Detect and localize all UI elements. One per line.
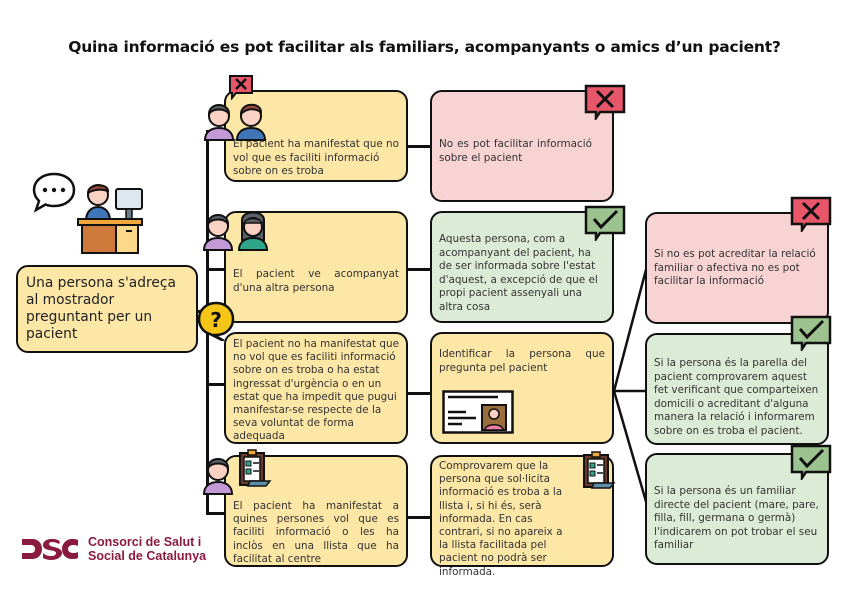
- outcome-box-1: Aquesta persona, com a acompanyant del p…: [430, 211, 614, 323]
- connector-o1: [406, 268, 432, 271]
- outcome-box-0: No es pot facilitar informació sobre el …: [430, 90, 614, 202]
- logo-line-1: Consorci de Salut i: [88, 535, 202, 549]
- allow-badge-icon: [790, 444, 832, 480]
- scenario-text-0: El pacient ha manifestat que no vol que …: [233, 138, 399, 178]
- result-box-0: Si no es pot acreditar la relació famili…: [645, 212, 829, 324]
- connector-o0: [406, 145, 432, 148]
- man-icon: [202, 214, 234, 251]
- allow-badge-icon: [790, 315, 832, 351]
- logo-line-2: Social de Catalunya: [88, 549, 207, 563]
- deny-badge-icon: [790, 196, 832, 232]
- two-people-icon: [203, 103, 267, 141]
- result-box-1: Si la persona és la parella del pacient …: [645, 333, 829, 445]
- scenario-box-3: El pacient ha manifestat a quines person…: [224, 455, 408, 567]
- id-card-icon: [442, 390, 514, 434]
- connector-s1: [206, 268, 226, 271]
- csc-logo-mark-icon: [22, 539, 78, 560]
- result-text-0: Si no es pot acreditar la relació famili…: [654, 248, 816, 288]
- scenario-box-0: El pacient ha manifestat que no vol que …: [224, 90, 408, 182]
- start-box: Una persona s'adreça al mostrador pregun…: [16, 265, 198, 353]
- speech-bubble-icon: [32, 172, 76, 213]
- allow-badge-icon: [584, 205, 626, 241]
- checklist-icon: [239, 449, 272, 487]
- csc-logo-text: Consorci de Salut i Social de Catalunya: [88, 535, 206, 563]
- connector-o2: [406, 392, 432, 395]
- svg-text:?: ?: [210, 308, 222, 332]
- scenario-box-2: El pacient no ha manifestat que no vol q…: [224, 332, 408, 444]
- result-text-2: Si la persona és un familiar directe del…: [654, 485, 819, 552]
- csc-logo: Consorci de Salut i Social de Catalunya: [20, 535, 206, 563]
- scenario-text-3: El pacient ha manifestat a quines person…: [233, 500, 399, 565]
- scenario-text-1: El pacient ve acompanyat d'una altra per…: [233, 268, 399, 294]
- checklist-icon: [583, 451, 616, 489]
- question-bubble-icon: ?: [197, 301, 235, 341]
- receptionist-desk-icon: [77, 184, 143, 254]
- outcome-text-2: Identificar la persona que pregunta pel …: [439, 348, 605, 374]
- page-title: Quina informació es pot facilitar als fa…: [68, 38, 781, 56]
- outcome-text-1: Aquesta persona, com a acompanyant del p…: [439, 233, 598, 313]
- scenario-text-2: El pacient no ha manifestat que no vol q…: [233, 338, 399, 443]
- start-text: Una persona s'adreça al mostrador pregun…: [26, 275, 176, 342]
- connector-branch-lines: [612, 265, 649, 506]
- woman-icon: [237, 211, 269, 251]
- connector-s2: [206, 383, 226, 386]
- refuse-bubble-icon: [229, 75, 253, 100]
- outcome-text-0: No es pot facilitar informació sobre el …: [439, 138, 592, 164]
- result-text-1: Si la persona és la parella del pacient …: [654, 357, 819, 437]
- outcome-text-3: Comprovarem que la persona que sol·licit…: [439, 460, 563, 578]
- deny-badge-icon: [584, 84, 626, 120]
- connector-o3: [406, 516, 432, 519]
- person-icon: [202, 458, 234, 495]
- connector-s3: [206, 512, 226, 515]
